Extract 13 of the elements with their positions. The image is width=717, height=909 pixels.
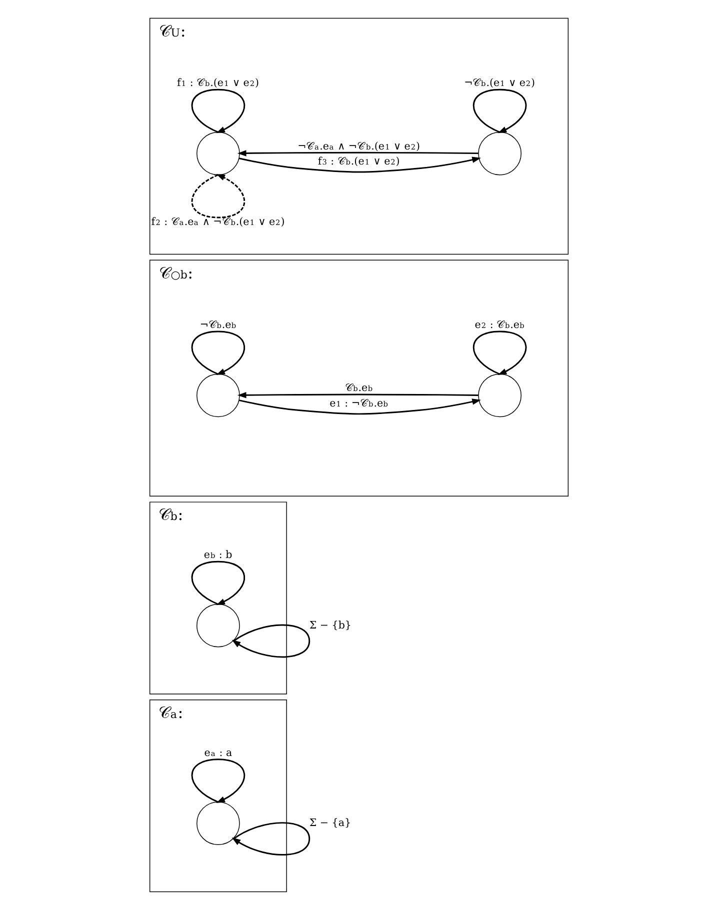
edge-label: 𝒞b.eb	[344, 382, 372, 394]
edge-label: ¬𝒞a.ea ∧ ¬𝒞b.(e1 ∨ e2)	[297, 140, 420, 152]
edge-label: Σ − {b}	[308, 618, 351, 631]
edge-label: ¬𝒞b.eb	[199, 318, 236, 330]
edge-label: ¬𝒞b.(e1 ∨ e2)	[464, 76, 535, 89]
edge-label: ea : a	[204, 746, 232, 758]
edge-label: f1 : 𝒞b.(e1 ∨ e2)	[176, 76, 258, 89]
edge-label: e1 : ¬𝒞b.eb	[329, 397, 388, 410]
edge-label: f3 : 𝒞b.(e1 ∨ e2)	[317, 155, 400, 168]
edge-label: eb : b	[203, 548, 232, 561]
edge-label: Σ − {a}	[308, 816, 351, 829]
edge-label: e2 : 𝒞b.eb	[474, 318, 524, 330]
edge-label: f2 : 𝒞a.ea ∧ ¬𝒞b.(e1 ∨ e2)	[150, 216, 284, 228]
